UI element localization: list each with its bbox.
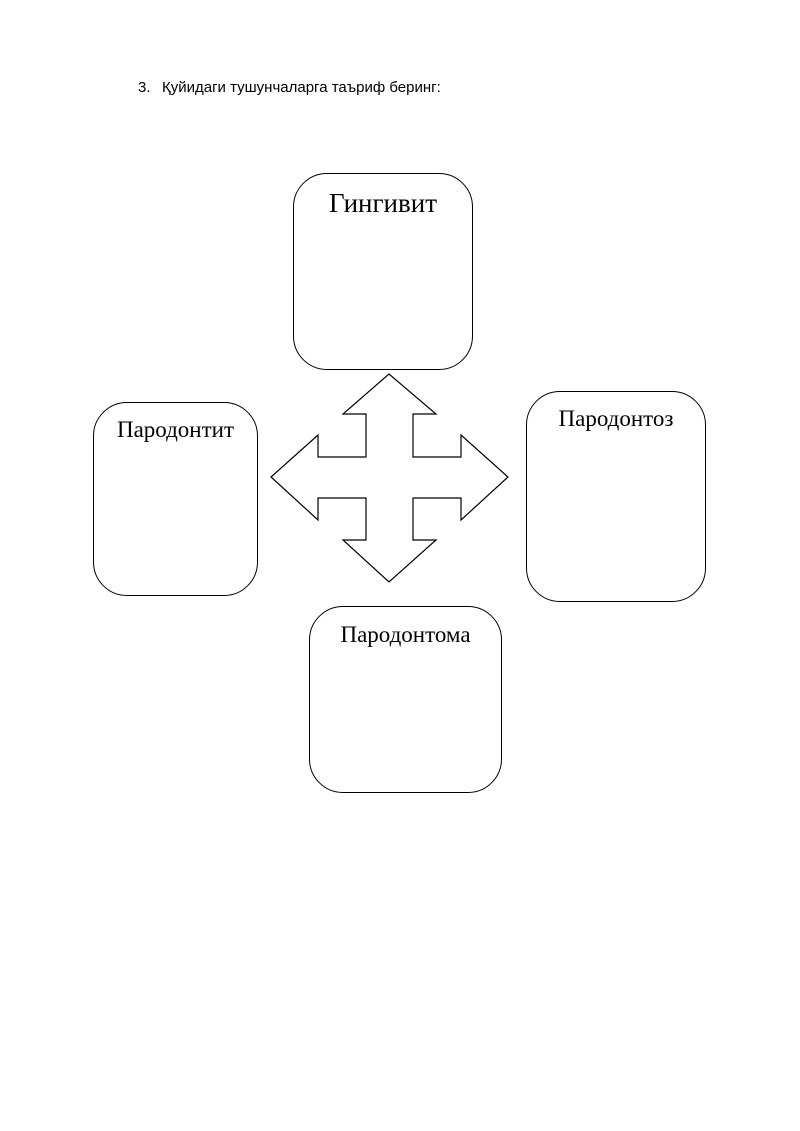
question-number: 3.	[138, 79, 151, 96]
question-heading: 3. Қуйидаги тушунчаларга таъриф беринг:	[138, 78, 441, 98]
box-periodontitis: Пародонтит	[93, 402, 258, 596]
box-label-top: Гингивит	[329, 188, 437, 218]
box-label-left: Пародонтит	[116, 417, 235, 442]
box-periodontosis: Пародонтоз	[526, 391, 706, 602]
box-gingivitis: Гингивит	[293, 173, 473, 370]
box-label-bottom: Пародонтома	[340, 622, 471, 647]
box-label-right: Пародонтоз	[558, 406, 674, 431]
box-periodontoma: Пародонтома	[309, 606, 502, 793]
four-way-arrow-shape	[270, 373, 509, 583]
question-text: Қуйидаги тушунчаларга таъриф беринг:	[162, 79, 441, 96]
